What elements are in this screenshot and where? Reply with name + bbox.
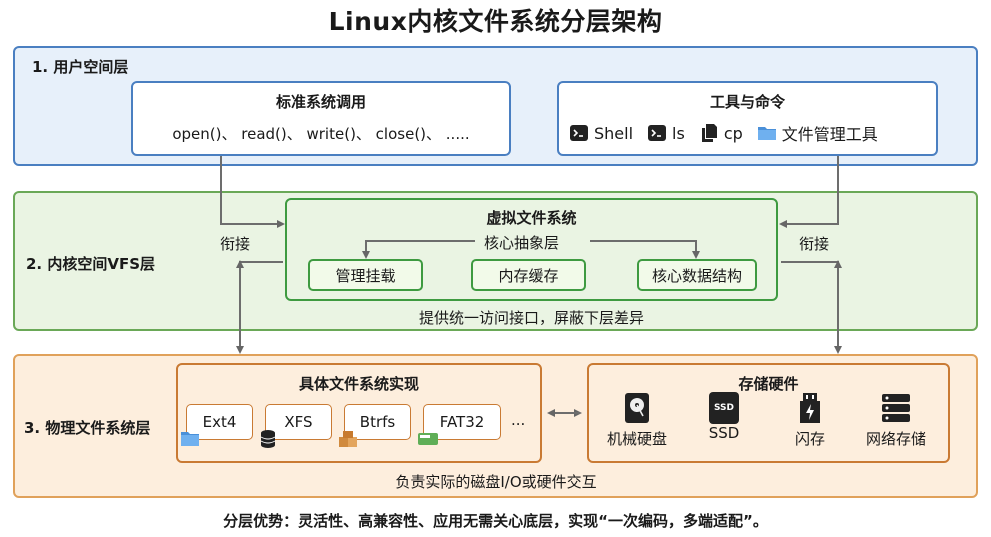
hw-label: 网络存储 <box>865 430 926 448</box>
copy-icon <box>701 124 717 142</box>
tools-title: 工具与命令 <box>709 93 785 111</box>
fs-impl-title: 具体文件系统实现 <box>298 375 419 393</box>
vfs-component-data-structures: 核心数据结构 <box>637 259 757 291</box>
abstraction-label: 核心抽象层 <box>480 232 564 253</box>
vfs-component-cache: 内存缓存 <box>471 259 586 291</box>
drive-icon <box>418 433 438 445</box>
syscalls-title: 标准系统调用 <box>275 93 366 111</box>
hw-label: 闪存 <box>794 430 825 448</box>
join-label-right: 衔接 <box>799 233 830 254</box>
tools-box: 工具与命令 Shell ls cp 文件管理工具 <box>557 81 938 156</box>
tool-ls: ls <box>647 121 685 145</box>
tool-label: ls <box>672 123 685 143</box>
server-icon <box>882 394 910 422</box>
tool-label: cp <box>723 123 743 143</box>
hdd-icon <box>625 393 649 423</box>
join-label-left: 衔接 <box>220 233 251 254</box>
vfs-box-title: 虚拟文件系统 <box>486 209 577 227</box>
syscalls-list: open()、 read()、 write()、 close()、 ..... <box>172 125 470 143</box>
user-layer-label: 1. 用户空间层 <box>32 58 129 76</box>
vfs-layer-label: 2. 内核空间VFS层 <box>26 255 156 273</box>
diagram-title: Linux内核文件系统分层架构 <box>328 7 663 36</box>
boxes-icon <box>339 431 357 447</box>
terminal-icon <box>648 125 667 141</box>
fs-more: ... <box>511 411 526 429</box>
fs-xfs: XFS <box>265 404 332 440</box>
hw-label: SSD <box>708 424 740 442</box>
hw-ssd: SSD SSD <box>692 392 756 442</box>
tool-label: Shell <box>594 123 634 143</box>
database-icon <box>260 430 276 448</box>
tools-row: Shell ls cp 文件管理工具 <box>569 121 878 145</box>
terminal-icon <box>570 125 588 141</box>
tool-shell: Shell <box>569 121 633 145</box>
vfs-component-mount: 管理挂载 <box>308 259 423 291</box>
hw-network-storage: 网络存储 <box>856 392 936 449</box>
flash-icon <box>800 393 820 423</box>
tool-label: 文件管理工具 <box>781 125 878 144</box>
hw-label: 机械硬盘 <box>606 430 667 448</box>
hw-flash: 闪存 <box>778 392 842 449</box>
phys-note: 负责实际的磁盘I/O或硬件交互 <box>395 473 597 491</box>
syscalls-box: 标准系统调用 open()、 read()、 write()、 close()、… <box>131 81 511 156</box>
hw-hdd: 机械硬盘 <box>598 392 676 449</box>
fs-btrfs: Btrfs <box>344 404 411 440</box>
folder-icon <box>757 127 776 140</box>
ssd-icon: SSD <box>709 392 739 424</box>
phys-layer-label: 3. 物理文件系统层 <box>24 419 151 437</box>
ssd-icon-text: SSD <box>713 403 735 413</box>
folder-icon <box>181 432 199 446</box>
tool-cp: cp <box>699 121 743 145</box>
tool-file-manager: 文件管理工具 <box>757 121 878 145</box>
storage-hw-title: 存储硬件 <box>738 375 799 393</box>
footer-summary: 分层优势：灵活性、高兼容性、应用无需关心底层，实现“一次编码，多端适配”。 <box>223 512 768 530</box>
vfs-note: 提供统一访问接口，屏蔽下层差异 <box>418 309 644 327</box>
